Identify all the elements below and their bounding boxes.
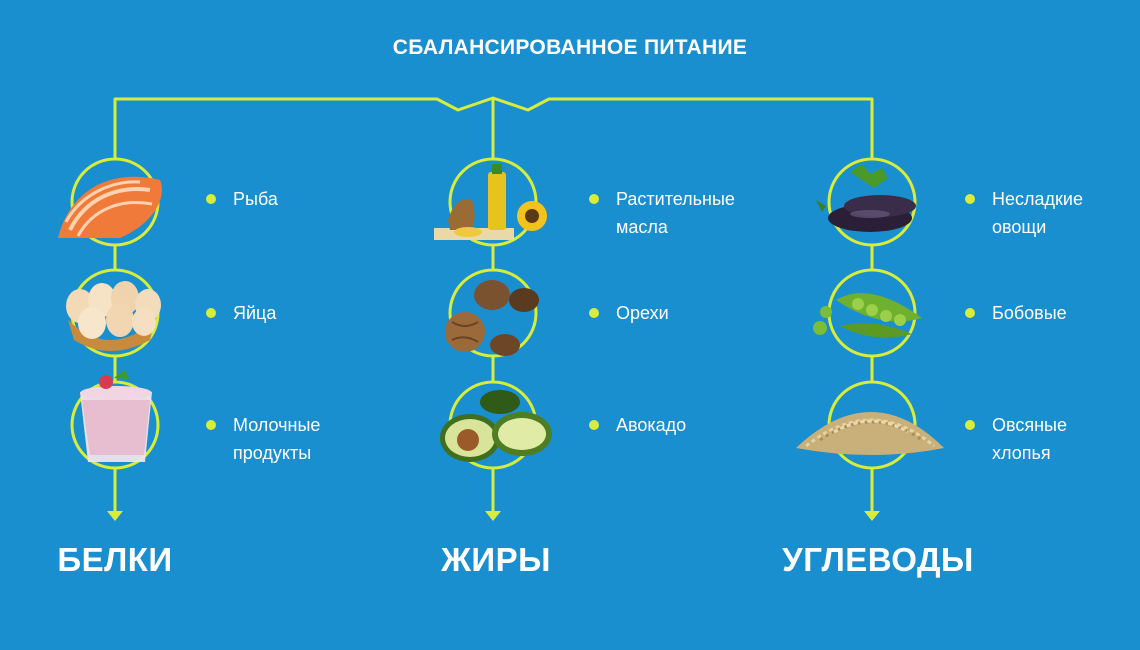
item-vegetable-oils: Растительные масла: [589, 185, 735, 241]
peas-pod-icon: [813, 268, 922, 358]
bullet-dot: [206, 420, 216, 430]
item-nuts: Орехи: [589, 299, 669, 327]
item-avocado: Авокадо: [589, 411, 686, 439]
salmon-fillet-icon: [58, 157, 162, 247]
item-label: Авокадо: [616, 415, 687, 435]
item-label: Молочные продукты: [233, 415, 321, 463]
item-vegetables: Несладкие овощи: [965, 185, 1083, 241]
item-oats: Овсяные хлопья: [965, 411, 1067, 467]
carbs-arrow-icon: [864, 511, 880, 521]
vegetable-oil-icon: [434, 157, 547, 247]
bullet-dot: [206, 194, 216, 204]
item-label: Рыба: [233, 189, 278, 209]
bullet-dot: [965, 194, 975, 204]
yogurt-cup-icon: [70, 370, 160, 470]
walnut-icon: [445, 268, 539, 358]
item-label: Орехи: [616, 303, 669, 323]
category-proteins: БЕЛКИ: [57, 541, 173, 578]
egg-basket-icon: [66, 268, 161, 358]
item-label: Растительные масла: [616, 189, 735, 237]
proteins-arrow-icon: [107, 511, 123, 521]
eggplant-icon: [816, 157, 917, 247]
avocado-icon: [440, 380, 552, 470]
bullet-dot: [589, 308, 599, 318]
fats-arrow-icon: [485, 511, 501, 521]
bullet-dot: [965, 308, 975, 318]
item-label: Яйца: [233, 303, 277, 323]
bullet-dot: [589, 420, 599, 430]
bullet-dot: [206, 308, 216, 318]
item-label: Овсяные хлопья: [992, 415, 1067, 463]
diagram-title: СБАЛАНСИРОВАННОЕ ПИТАНИЕ: [392, 36, 748, 59]
item-legumes: Бобовые: [965, 299, 1067, 327]
item-label: Бобовые: [992, 303, 1067, 323]
category-fats: ЖИРЫ: [441, 541, 551, 578]
bullet-dot: [589, 194, 599, 204]
category-carbohydrates: УГЛЕВОДЫ: [782, 541, 974, 578]
item-eggs: Яйца: [206, 299, 276, 327]
item-fish: Рыба: [206, 185, 278, 213]
oat-flakes-icon: [796, 380, 944, 470]
bullet-dot: [965, 420, 975, 430]
item-dairy: Молочные продукты: [206, 411, 320, 467]
item-label: Несладкие овощи: [992, 189, 1083, 237]
